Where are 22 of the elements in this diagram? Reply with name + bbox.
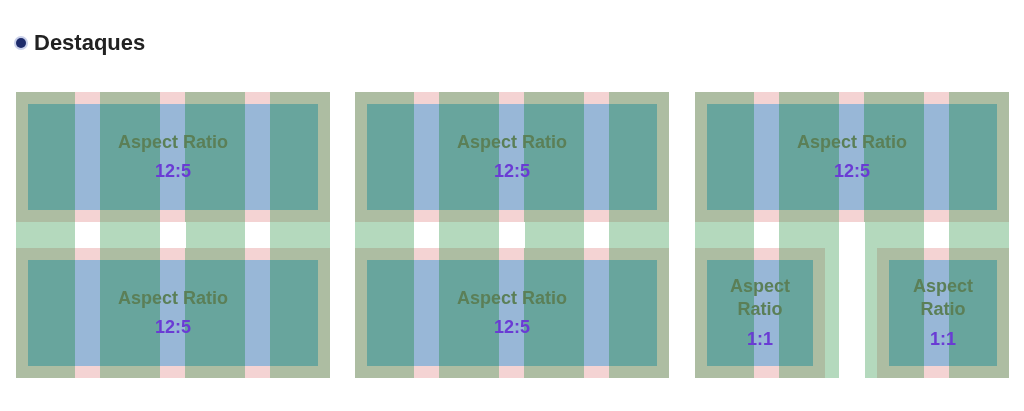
aspect-ratio-value: 12:5	[155, 316, 191, 339]
grid-card	[16, 248, 330, 378]
grid-card	[695, 248, 825, 378]
card-title: Aspect Ratio	[118, 130, 228, 154]
aspect-ratio-value: 12:5	[494, 316, 530, 339]
grid-card	[877, 248, 1009, 378]
grid-card	[695, 92, 1009, 222]
card-title: Aspect Ratio	[457, 130, 567, 154]
card-title: Aspect Ratio	[118, 286, 228, 310]
aspect-ratio-value: 1:1	[747, 327, 773, 351]
card-title: Aspect Ratio	[797, 130, 907, 154]
card-title: Aspect Ratio	[729, 274, 791, 322]
card-title: Aspect Ratio	[912, 274, 974, 322]
aspect-ratio-value: 12:5	[834, 160, 870, 183]
grid-card	[16, 92, 330, 222]
section-title: Destaques	[34, 30, 146, 56]
aspect-ratio-value: 1:1	[930, 327, 956, 351]
card-title: Aspect Ratio	[457, 286, 567, 310]
grid-card	[355, 92, 669, 222]
aspect-ratio-value: 12:5	[155, 160, 191, 183]
grid-card	[355, 248, 669, 378]
aspect-ratio-value: 12:5	[494, 160, 530, 183]
